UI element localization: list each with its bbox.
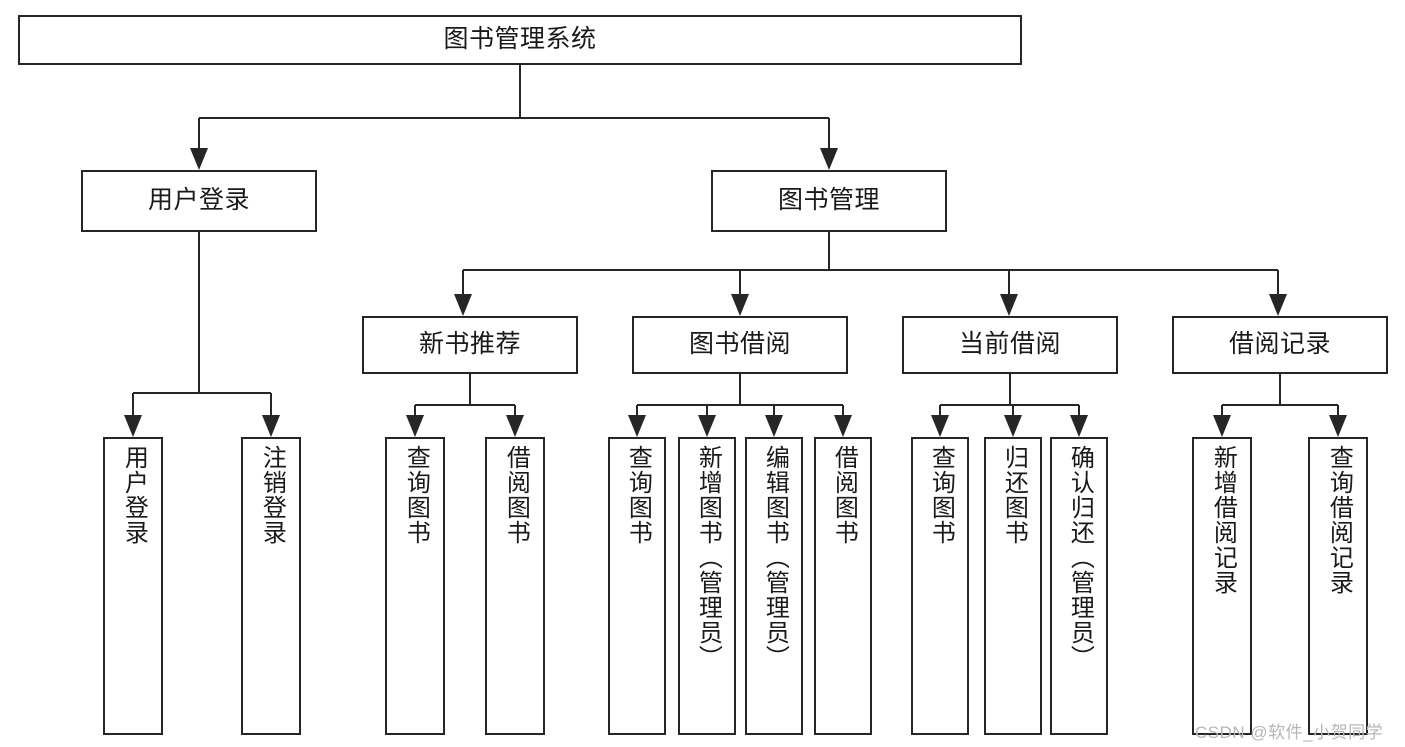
- arrow-head-borrow_to_leaves-2: [765, 415, 783, 437]
- node-box-leaf-query-book-2[interactable]: 查询图书: [608, 437, 666, 735]
- node-box-book-manage[interactable]: 图书管理: [711, 170, 947, 232]
- arrow-head-level2_to_level3-0: [454, 294, 472, 316]
- node-label-leaf-add-book: 新增图书（管理员）: [694, 445, 722, 670]
- node-label-leaf-add-record: 新增借阅记录: [1209, 445, 1237, 595]
- arrow-head-recommend_to_leaves-0: [406, 415, 424, 437]
- node-box-leaf-borrow-book-1[interactable]: 借阅图书: [485, 437, 545, 735]
- node-box-leaf-borrow-book-2[interactable]: 借阅图书: [814, 437, 872, 735]
- node-label-borrow-record: 借阅记录: [1228, 330, 1331, 359]
- node-label-user-login: 用户登录: [147, 186, 250, 215]
- arrow-head-login_to_leaves-1: [262, 415, 280, 437]
- node-box-root[interactable]: 图书管理系统: [18, 15, 1022, 65]
- node-label-leaf-query-record: 查询借阅记录: [1325, 445, 1353, 595]
- arrow-head-current_to_leaves-0: [931, 415, 949, 437]
- node-box-leaf-return-book[interactable]: 归还图书: [984, 437, 1042, 735]
- node-label-book-manage: 图书管理: [777, 186, 880, 215]
- node-box-leaf-add-book[interactable]: 新增图书（管理员）: [678, 437, 736, 735]
- node-box-leaf-add-record[interactable]: 新增借阅记录: [1192, 437, 1252, 735]
- arrow-head-borrow_to_leaves-3: [834, 415, 852, 437]
- node-box-new-book-recommend[interactable]: 新书推荐: [362, 316, 578, 374]
- csdn-watermark: CSDN @软件_小贺同学: [1195, 723, 1384, 742]
- node-box-leaf-edit-book[interactable]: 编辑图书（管理员）: [745, 437, 803, 735]
- arrow-head-current_to_leaves-2: [1070, 415, 1088, 437]
- arrow-head-root_to_level2-0: [190, 148, 208, 170]
- arrow-head-level2_to_level3-2: [1000, 294, 1018, 316]
- node-label-leaf-query-book-3: 查询图书: [927, 445, 955, 545]
- arrow-head-root_to_level2-1: [820, 148, 838, 170]
- node-box-borrow-record[interactable]: 借阅记录: [1172, 316, 1388, 374]
- node-box-leaf-confirm-return[interactable]: 确认归还（管理员）: [1050, 437, 1108, 735]
- arrow-head-record_to_leaves-0: [1213, 415, 1231, 437]
- node-label-new-book-recommend: 新书推荐: [418, 330, 521, 359]
- node-label-book-borrow: 图书借阅: [688, 330, 791, 359]
- node-box-book-borrow[interactable]: 图书借阅: [632, 316, 848, 374]
- node-label-leaf-return-book: 归还图书: [1000, 445, 1028, 545]
- node-box-leaf-user-login[interactable]: 用户登录: [103, 437, 163, 735]
- node-box-leaf-query-book-1[interactable]: 查询图书: [385, 437, 445, 735]
- node-box-leaf-query-record[interactable]: 查询借阅记录: [1308, 437, 1368, 735]
- arrow-head-borrow_to_leaves-0: [628, 415, 646, 437]
- arrow-head-current_to_leaves-1: [1004, 415, 1022, 437]
- node-label-leaf-query-book-2: 查询图书: [624, 445, 652, 545]
- node-box-leaf-user-logout[interactable]: 注销登录: [241, 437, 301, 735]
- node-label-current-borrow: 当前借阅: [958, 330, 1061, 359]
- node-label-leaf-user-login: 用户登录: [120, 445, 148, 545]
- node-label-leaf-query-book-1: 查询图书: [402, 445, 430, 545]
- node-label-leaf-user-logout: 注销登录: [258, 445, 286, 545]
- arrow-head-login_to_leaves-0: [124, 415, 142, 437]
- arrow-head-recommend_to_leaves-1: [506, 415, 524, 437]
- node-label-root: 图书管理系统: [443, 25, 597, 54]
- arrow-head-level2_to_level3-1: [731, 294, 749, 316]
- node-label-leaf-edit-book: 编辑图书（管理员）: [761, 445, 789, 670]
- node-label-leaf-borrow-book-1: 借阅图书: [502, 445, 530, 545]
- node-box-leaf-query-book-3[interactable]: 查询图书: [911, 437, 969, 735]
- arrow-head-borrow_to_leaves-1: [698, 415, 716, 437]
- node-label-leaf-borrow-book-2: 借阅图书: [830, 445, 858, 545]
- node-box-current-borrow[interactable]: 当前借阅: [902, 316, 1118, 374]
- node-label-leaf-confirm-return: 确认归还（管理员）: [1066, 445, 1094, 670]
- node-box-user-login[interactable]: 用户登录: [81, 170, 317, 232]
- arrow-head-level2_to_level3-3: [1269, 294, 1287, 316]
- arrow-head-record_to_leaves-1: [1329, 415, 1347, 437]
